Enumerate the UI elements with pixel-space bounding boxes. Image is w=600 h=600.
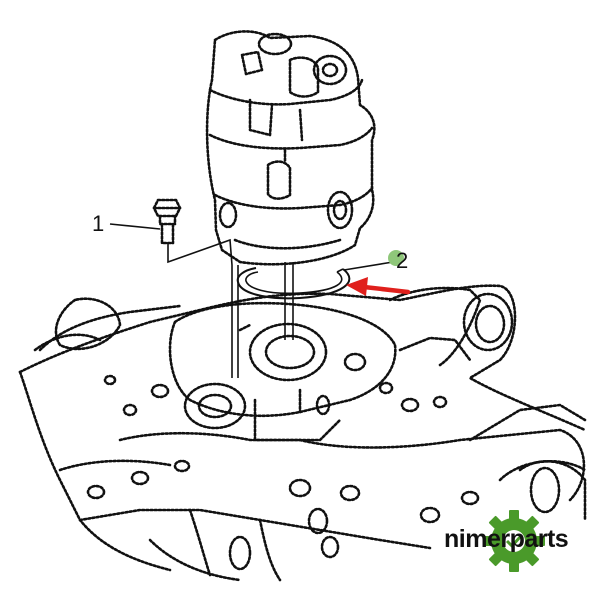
brand-gear-logo: [483, 510, 545, 572]
pump-body: [205, 30, 376, 266]
snap-ring: [236, 267, 351, 300]
callout-1-label: 1: [92, 211, 104, 236]
callout-2: 2: [343, 248, 408, 273]
bolt: [152, 198, 182, 245]
base-housing: [18, 284, 587, 582]
brand-wordmark: nimerparts: [444, 525, 569, 554]
brand-name: nimerparts: [444, 525, 569, 553]
pump-shaft: [284, 262, 294, 340]
callout-2-label: 2: [396, 248, 408, 273]
callout-1: 1: [92, 211, 161, 236]
mounting-flange: [168, 301, 397, 442]
red-pointer-arrow: [346, 277, 411, 296]
callout-2-marker: [388, 250, 404, 266]
